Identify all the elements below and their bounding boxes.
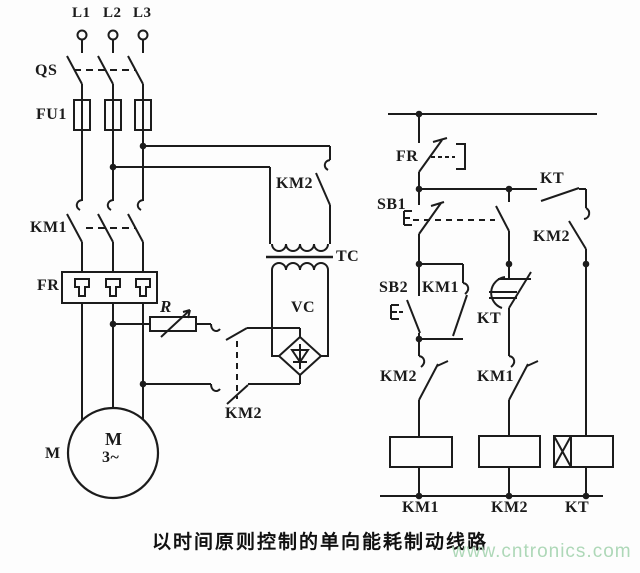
fu1-fuses [73,99,152,131]
km2-aux-contact [568,207,591,264]
motor-feeders [81,303,144,420]
label-sb1: SB1 [377,196,407,213]
label-km2-coil: KM2 [491,499,529,516]
label-km1-main: KM1 [30,219,68,236]
fr-overload-relay [61,271,158,304]
label-kt-delay: KT [477,310,502,327]
km1-main-contacts [66,199,144,272]
kt-no-contact [540,187,587,208]
vc-rectifier [277,335,323,377]
fr-nc-contact [418,114,466,189]
tc-transformer [266,243,333,357]
km2-nc-interlock [418,339,449,437]
motor [66,406,160,500]
label-phase-l3: L3 [133,5,152,21]
sb2-km1-holding-branch [390,263,470,340]
km2-braking-contacts [143,323,301,405]
label-motor-phase: 3~ [102,449,120,466]
km1-coil [389,436,453,496]
label-vc: VC [291,299,316,316]
label-tc: TC [336,248,360,265]
km1-nc-interlock [508,355,539,436]
braking-resistor [113,309,211,338]
label-phase-l2: L2 [103,5,122,21]
label-kt-top: KT [540,170,565,187]
label-km2-braking: KM2 [225,405,263,422]
label-km2-aux: KM2 [533,228,571,245]
sb1-button [403,189,510,264]
label-km1-interlock: KM1 [477,368,515,385]
label-qs: QS [35,62,58,79]
kt-coil [553,264,614,496]
figure-caption: 以时间原则控制的单向能耗制动线路 [151,532,488,553]
kt-delay-contact [489,264,532,356]
label-resistor-r: R [160,297,172,316]
label-motor-m: M [105,429,123,449]
watermark-text: www.cntronics.com [452,541,632,562]
junction-dots [109,110,590,500]
qs-disconnect-switch [66,55,144,201]
km2-coil [478,435,541,496]
label-fr-main: FR [37,277,60,294]
label-km1-coil: KM1 [402,499,440,516]
label-km1-hold: KM1 [422,279,460,296]
line-taps [113,145,331,244]
label-sb2: SB2 [379,279,409,296]
label-kt-coil: KT [565,499,590,516]
label-km2-interlock: KM2 [380,368,418,385]
label-fu1: FU1 [36,106,67,123]
km2-line-contact [315,159,331,244]
label-fr-ctrl: FR [396,148,419,165]
label-phase-l1: L1 [72,5,91,21]
power-terminals [76,29,149,53]
label-motor-side: M [45,445,61,462]
label-km2-line: KM2 [276,175,314,192]
